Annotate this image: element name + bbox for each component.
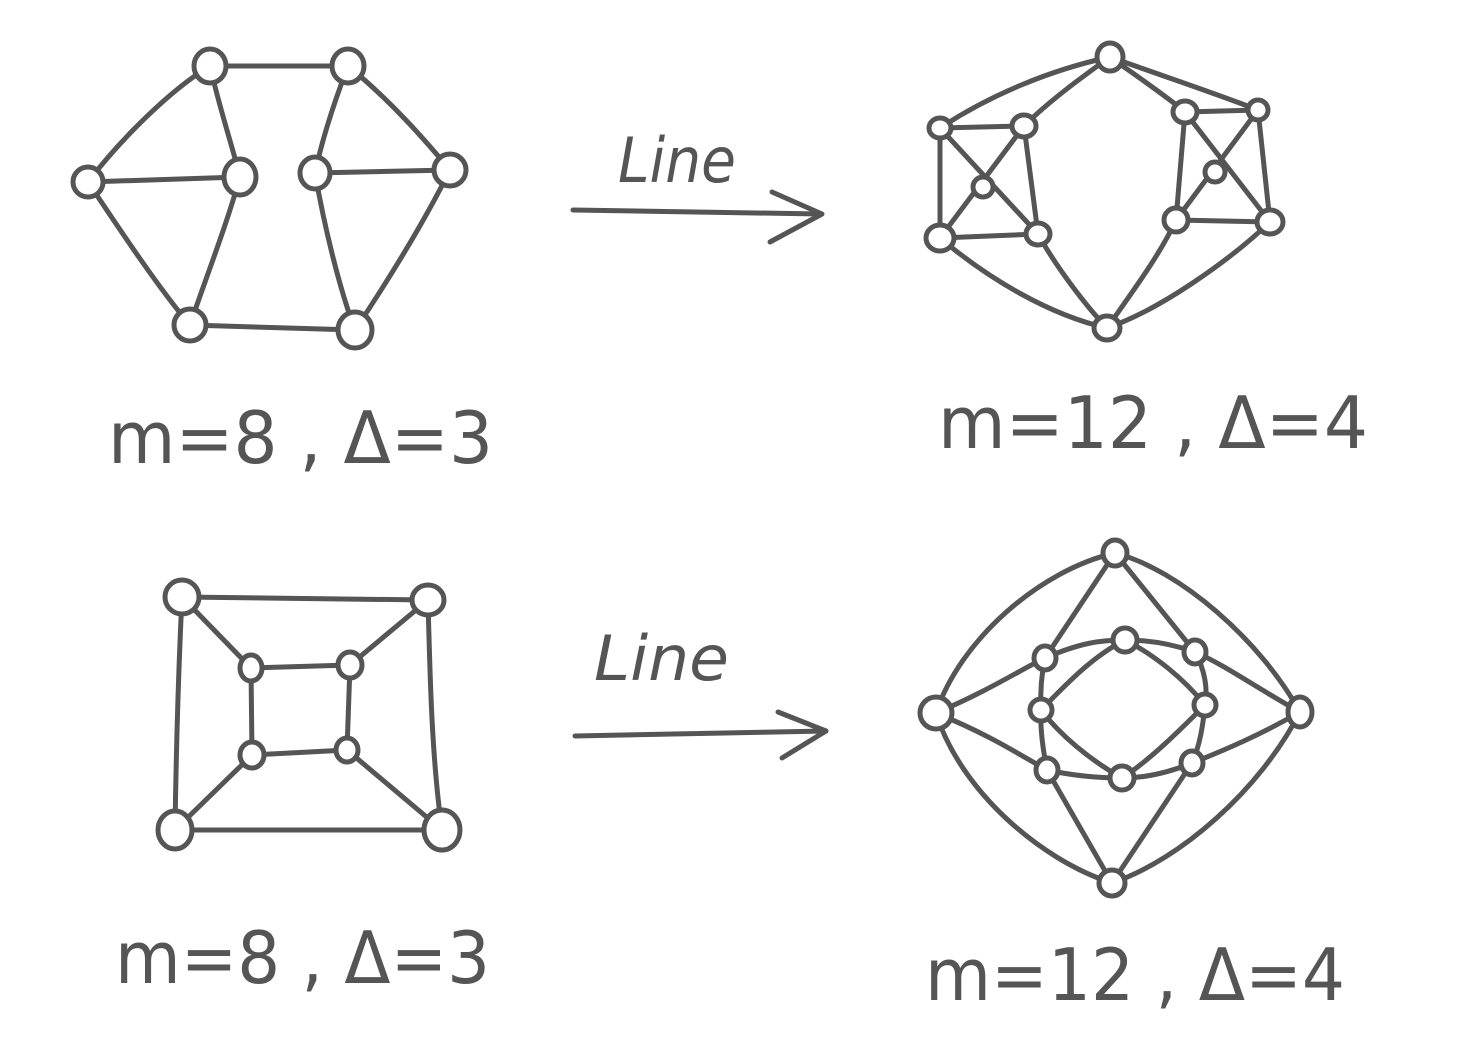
graph-node: [1094, 40, 1126, 74]
graph-node: [1191, 691, 1219, 719]
arrow-label-1: Line: [618, 124, 736, 197]
graph-line-graph-1: [923, 40, 1286, 343]
graph-node: [1202, 159, 1228, 185]
graph-node: [171, 306, 209, 344]
graph-node: [1161, 205, 1191, 235]
caption-source-2: m=8 , Δ=3: [115, 916, 490, 1000]
graph-node: [335, 309, 375, 351]
graph-node: [1023, 220, 1053, 248]
caption-source-1: m=8 , Δ=3: [108, 396, 493, 480]
graph-node: [237, 739, 267, 771]
graph-node: [1031, 643, 1059, 673]
graph-node: [191, 46, 229, 86]
graph-node: [237, 652, 265, 684]
graph-cube: [155, 577, 463, 853]
graph-node: [1245, 97, 1271, 123]
arrow-2: [572, 709, 829, 761]
graph-node: [70, 164, 106, 200]
graph-node: [1100, 537, 1130, 569]
graph-node: [1096, 867, 1128, 899]
graph-node: [1170, 98, 1200, 126]
graph-node: [1181, 637, 1209, 667]
graph-node: [335, 649, 365, 681]
graph-node: [1027, 696, 1055, 724]
graph-node: [329, 46, 367, 86]
graph-node: [926, 115, 954, 141]
caption-target-2: m=12 , Δ=4: [925, 933, 1345, 1017]
graph-node: [409, 582, 447, 618]
graph-hexagon: [70, 46, 469, 351]
graph-node: [1285, 694, 1315, 730]
caption-target-1: m=12 , Δ=4: [938, 381, 1368, 465]
graph-node: [1107, 763, 1137, 793]
graph-node: [970, 174, 996, 200]
graph-node: [1091, 313, 1123, 343]
graph-node: [917, 694, 955, 732]
graph-node: [923, 222, 957, 254]
arrow-1: [570, 189, 825, 245]
graph-node: [1033, 755, 1061, 785]
graph-node: [297, 154, 333, 192]
graph-node: [1178, 748, 1206, 778]
graph-node: [162, 577, 202, 617]
graph-node: [1009, 112, 1039, 140]
graph-node: [221, 156, 259, 198]
graph-node: [431, 151, 469, 189]
graph-line-graph-2: [917, 537, 1315, 899]
arrow-label-2: Line: [594, 622, 729, 695]
graph-node: [1110, 625, 1140, 655]
graph-node: [155, 808, 195, 852]
graph-node: [1254, 207, 1286, 237]
graph-node: [421, 807, 463, 853]
graph-node: [333, 735, 361, 765]
